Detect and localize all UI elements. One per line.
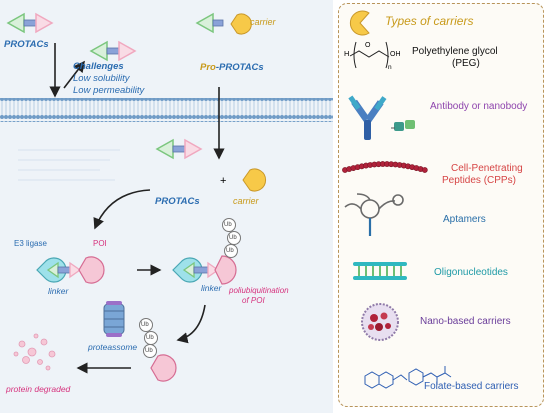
- label-ub-2: Ub: [229, 235, 237, 241]
- cpp-label-1: Cell-Penetrating: [451, 163, 523, 174]
- ternary-complex: [172, 218, 241, 285]
- label-low-solubility: Low solubility: [73, 73, 130, 84]
- folate-label: Folate-based carriers: [424, 381, 519, 392]
- peg-label-1: Polyethylene glycol: [412, 46, 498, 57]
- pro-protac-molecule: [195, 12, 252, 35]
- carrier-title-icon: [349, 10, 370, 36]
- label-ub-3: Ub: [226, 248, 234, 254]
- protac-molecule-top: [6, 12, 54, 34]
- protac-molecule-mid: [155, 138, 203, 160]
- carrier-types-title: Types of carriers: [385, 14, 474, 28]
- degraded-fragments: [13, 333, 56, 371]
- label-pro-prefix: Pro: [200, 62, 216, 73]
- folate-structure: [364, 366, 452, 389]
- oligo-shape: [353, 262, 407, 280]
- carrier-mid-shape: [242, 168, 267, 192]
- label-protacs-top: PROTACs: [4, 39, 49, 50]
- cell-interior-lines: [18, 149, 120, 181]
- label-protacs-mid: PROTACs: [155, 196, 200, 207]
- aptamer-shape: [344, 193, 404, 236]
- label-low-permeability: Low permeability: [73, 85, 145, 96]
- label-ub-5: Ub: [146, 335, 154, 341]
- mechanism-panel: PROTACs Challenges Low solubility Low pe…: [0, 0, 333, 413]
- label-pro-protacs: Pro-PROTACs: [200, 63, 264, 73]
- nano-carrier-shape: [361, 303, 399, 341]
- arrow-curve-1: [93, 189, 151, 230]
- label-protein-degraded: protein degraded: [6, 384, 71, 394]
- oligo-label: Oligonucleotides: [434, 267, 508, 278]
- ubiquitinated-poi: [139, 318, 177, 382]
- mechanism-drawing: [0, 12, 333, 382]
- antibody-shape: [348, 95, 415, 140]
- peg-structure: [349, 41, 390, 69]
- label-ub-4: Ub: [141, 322, 149, 328]
- label-ub-1: Ub: [224, 222, 232, 228]
- label-plus: +: [220, 175, 227, 187]
- label-challenges: Challenges: [73, 61, 124, 72]
- cpp-label-2: Peptides (CPPs): [442, 175, 516, 186]
- peg-n: n: [388, 64, 392, 71]
- label-linker-1: linker: [48, 286, 69, 296]
- peg-o: O: [365, 42, 371, 49]
- peg-h: H: [344, 49, 350, 58]
- protac-molecule-challenge: [89, 40, 137, 62]
- carrier-types-panel: Types of carriers H O OH n Polyethylene …: [338, 3, 544, 407]
- arrow-curve-2: [176, 304, 206, 344]
- label-poliubiquitination: poliubiquitination: [229, 286, 289, 295]
- label-pro-suffix: -PROTACs: [215, 62, 264, 73]
- cpp-beads: [342, 161, 428, 173]
- peg-oh: OH: [390, 51, 401, 58]
- label-poi: POI: [93, 239, 107, 248]
- label-e3-ligase: E3 ligase: [14, 239, 47, 248]
- antibody-label: Antibody or nanobody: [430, 101, 528, 112]
- cell-membrane: [0, 98, 333, 122]
- e3-poi-unbound: [36, 256, 105, 284]
- label-ub-6: Ub: [145, 348, 153, 354]
- cpp-bead: [421, 167, 428, 173]
- label-linker-2: linker: [201, 283, 222, 293]
- nano-label: Nano-based carriers: [420, 316, 511, 327]
- label-of-poi: of POI: [242, 296, 265, 305]
- peg-label-2: (PEG): [452, 58, 480, 69]
- arrow-challenge: [63, 60, 85, 89]
- carrier-icons: [342, 10, 452, 389]
- label-proteasome: proteassome: [88, 342, 138, 352]
- label-carrier-top: carrier: [250, 17, 276, 27]
- label-carrier-mid: carrier: [233, 196, 259, 206]
- aptamers-label: Aptamers: [443, 214, 486, 225]
- proteasome-shape: [103, 301, 125, 337]
